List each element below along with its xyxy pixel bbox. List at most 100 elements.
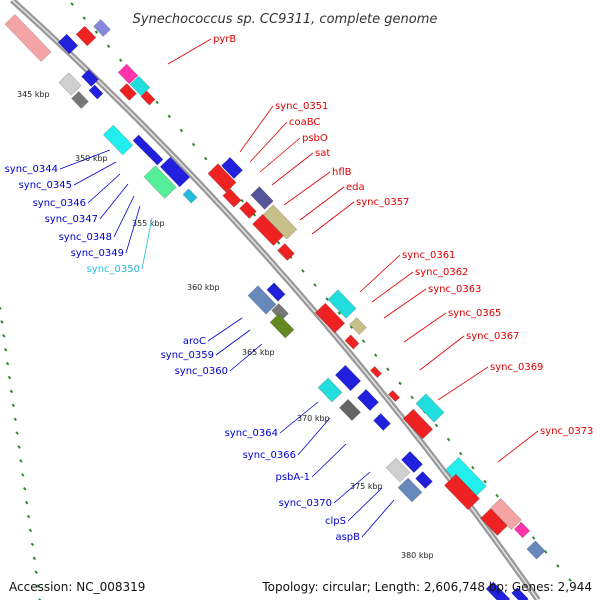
gene-label-aspb: aspB — [335, 532, 360, 543]
ruler-right-dot — [94, 30, 99, 34]
gene-feature-54 — [485, 581, 511, 600]
gene-feature-17 — [159, 156, 191, 188]
ruler-right-dot — [313, 283, 317, 287]
gene-feature-18 — [182, 188, 198, 204]
ruler-right-dot — [191, 142, 196, 147]
leader-sync-0349 — [125, 205, 141, 254]
gene-feature-47 — [415, 471, 433, 489]
gene-label-coabc: coaBC — [289, 117, 320, 128]
ruler-right-dot — [361, 339, 366, 343]
ruler-left-dot — [34, 570, 38, 574]
gene-label-sync-0369: sync_0369 — [490, 362, 543, 373]
kbp-tick-365-kbp: 365 kbp — [242, 348, 275, 357]
gene-feature-12 — [102, 124, 134, 156]
ruler-left-dot — [13, 417, 17, 422]
gene-label-sync-0373: sync_0373 — [540, 426, 593, 437]
ruler-left-dot — [21, 473, 25, 477]
gene-feature-22 — [239, 201, 257, 219]
leader-psbo — [259, 137, 301, 173]
leader-sync-0350 — [141, 217, 153, 270]
leader-hflb — [283, 171, 331, 206]
ruler-right-dot — [240, 198, 244, 203]
gene-label-sync-0348: sync_0348 — [59, 232, 112, 243]
leader-sync-0357 — [311, 201, 355, 235]
ruler-left-dot — [26, 514, 31, 519]
gene-label-sync-0366: sync_0366 — [243, 450, 296, 461]
gene-label-sync-0364: sync_0364 — [225, 428, 278, 439]
kbp-tick-345-kbp: 345 kbp — [17, 90, 50, 99]
ruler-right-dot — [301, 269, 305, 273]
gene-feature-8 — [117, 63, 139, 85]
gene-label-sync-0347: sync_0347 — [45, 214, 98, 225]
ruler-right-dot — [276, 241, 281, 245]
gene-label-sync-0357: sync_0357 — [356, 197, 409, 208]
ruler-right-dot — [155, 100, 159, 105]
ruler-left-dot — [19, 459, 23, 463]
gene-label-sync-0344: sync_0344 — [5, 164, 58, 175]
gene-label-hflb: hflB — [332, 167, 352, 178]
kbp-tick-375-kbp: 375 kbp — [350, 482, 383, 491]
ruler-left-dot — [11, 403, 16, 408]
ruler-right-dot — [471, 465, 475, 470]
ruler-left-dot — [2, 334, 6, 338]
gene-feature-21 — [222, 188, 242, 208]
ruler-right-dot — [82, 16, 87, 20]
gene-feature-29 — [271, 303, 289, 321]
gene-feature-44 — [385, 457, 411, 483]
gene-label-sync-0370: sync_0370 — [279, 498, 332, 509]
gene-feature-33 — [349, 317, 367, 335]
ruler-right-dot — [106, 44, 111, 48]
ruler-right-dot — [556, 564, 560, 568]
gene-feature-35 — [370, 365, 382, 379]
ruler-right-dot — [410, 395, 414, 400]
topology-text: Topology: circular; Length: 2,606,748 bp… — [262, 580, 592, 594]
leader-sync-0360 — [229, 343, 263, 372]
leader-aroc — [207, 317, 243, 342]
gene-label-sync-0351: sync_0351 — [275, 101, 328, 112]
leader-sync-0369 — [437, 366, 489, 401]
gene-feature-0 — [4, 14, 52, 62]
gene-feature-45 — [401, 451, 423, 473]
leader-sync-0362 — [371, 271, 414, 303]
leader-sync-0370 — [333, 471, 371, 504]
gene-feature-4 — [58, 72, 82, 96]
gene-label-sync-0367: sync_0367 — [466, 331, 519, 342]
gene-label-sync-0346: sync_0346 — [33, 198, 86, 209]
kbp-tick-370-kbp: 370 kbp — [297, 414, 330, 423]
leader-sync-0363 — [383, 288, 427, 319]
gene-label-eda: eda — [346, 182, 365, 193]
label-leader-lines — [59, 38, 539, 538]
ruler-right-dot — [495, 493, 499, 498]
leader-sync-0365 — [403, 312, 447, 343]
ruler-right-dot — [446, 437, 451, 442]
ruler-left-dot — [15, 431, 19, 435]
gene-feature-6 — [81, 69, 99, 87]
ruler-left-dot — [9, 389, 14, 394]
gene-label-psba-1: psbA-1 — [276, 472, 311, 483]
leader-aspb — [361, 499, 395, 538]
leader-sync-0367 — [419, 335, 465, 371]
ruler-left-dot — [3, 347, 8, 352]
accession-text: Accession: NC_008319 — [9, 580, 146, 594]
gene-feature-19 — [207, 163, 237, 193]
kbp-tick-380-kbp: 380 kbp — [401, 551, 434, 560]
gene-feature-53 — [526, 540, 546, 560]
ruler-left-dot — [24, 500, 29, 505]
leader-psba-1 — [311, 443, 347, 478]
kbp-tick-355-kbp: 355 kbp — [132, 219, 165, 228]
ruler-right-dot — [179, 128, 184, 133]
ruler-dots — [0, 2, 572, 600]
ruler-right-dot — [167, 114, 172, 119]
gene-feature-34 — [344, 334, 360, 350]
gene-feature-23 — [250, 186, 274, 210]
ruler-right-dot — [568, 578, 572, 582]
kbp-tick-360-kbp: 360 kbp — [187, 283, 220, 292]
map-title: Synechococcus sp. CC9311, complete genom… — [133, 12, 438, 27]
ruler-right-dot — [373, 353, 378, 358]
leader-sync-0351 — [239, 105, 274, 153]
ruler-left-dot — [32, 556, 37, 561]
gene-feature-52 — [513, 521, 531, 539]
leader-sync-0344 — [59, 149, 111, 170]
